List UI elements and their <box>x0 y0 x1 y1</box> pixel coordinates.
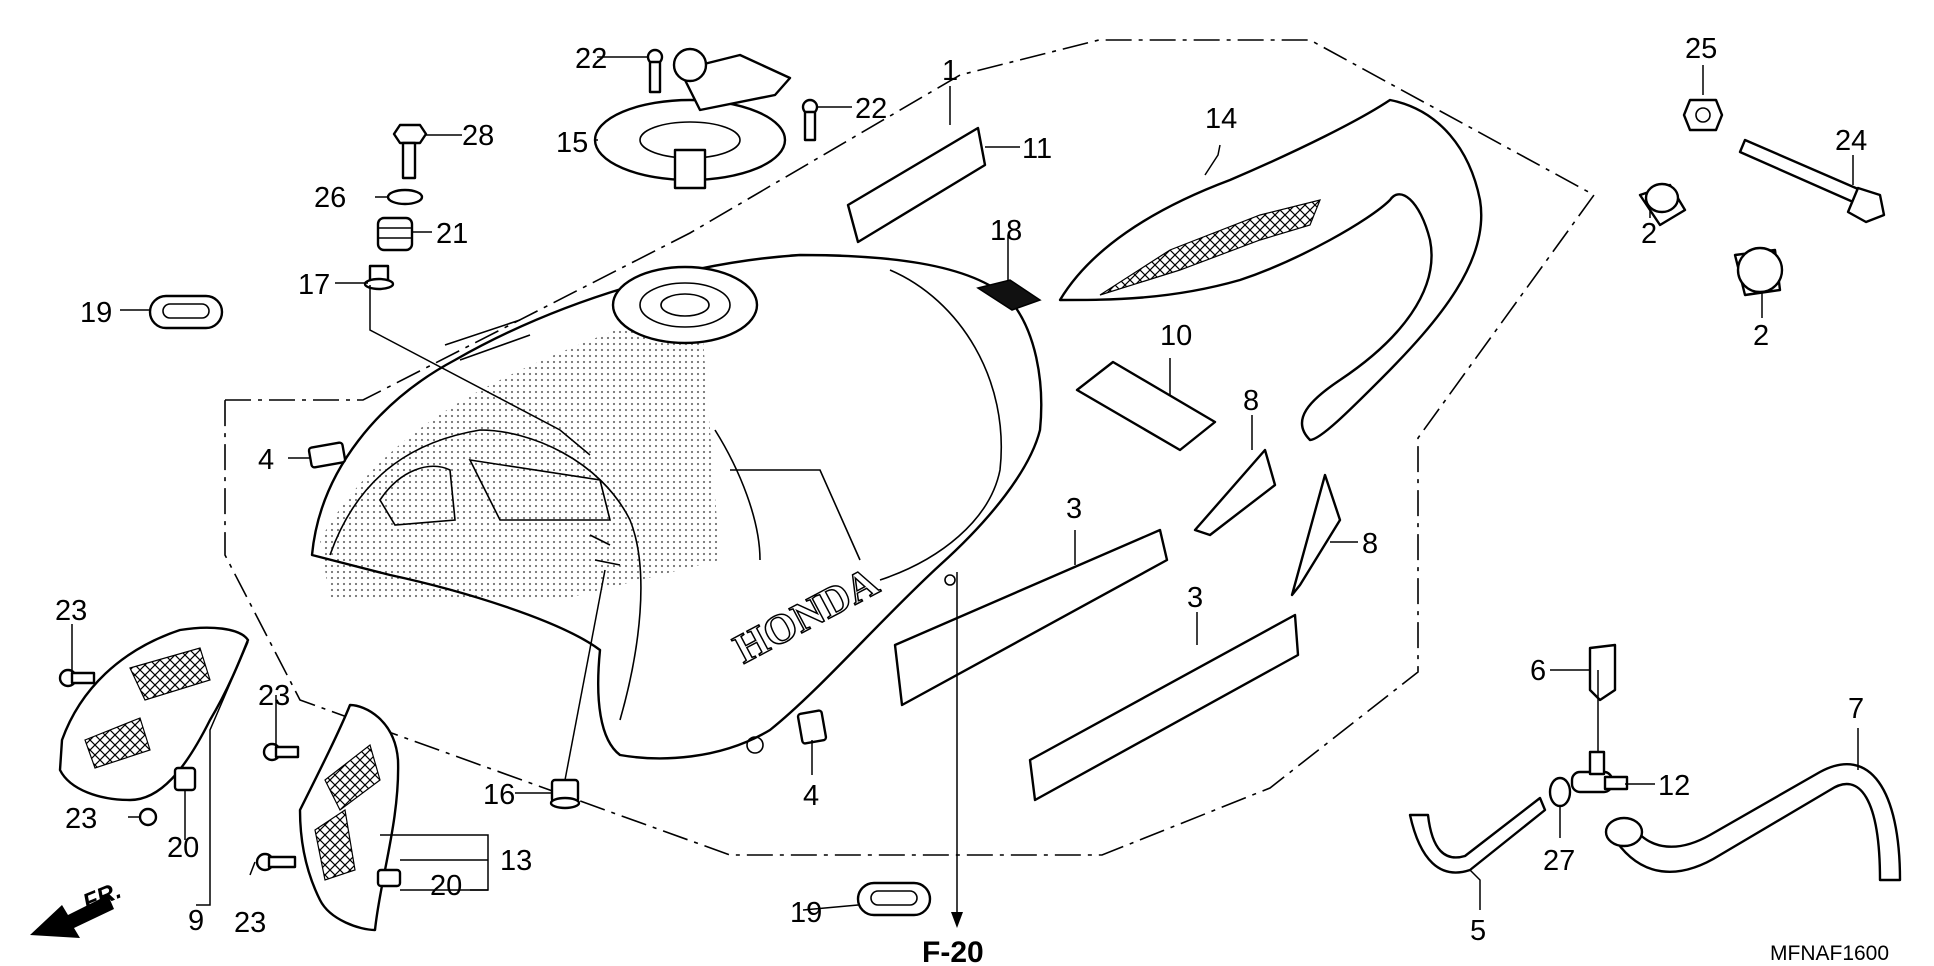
label-8-lower: 8 <box>1362 528 1378 560</box>
label-10: 10 <box>1160 320 1192 352</box>
label-12: 12 <box>1658 770 1690 802</box>
part-13-side-cover <box>298 703 400 932</box>
part-4-rubber-bottom <box>796 709 828 745</box>
label-22-left: 22 <box>575 43 607 75</box>
part-2-collar-lower <box>1733 246 1784 297</box>
label-1: 1 <box>942 55 958 87</box>
part-5-tube <box>1408 796 1547 874</box>
part-28-bolt <box>392 123 428 180</box>
part-23-screw-b <box>138 807 158 827</box>
fuel-tank: HONDA <box>310 253 1043 760</box>
label-11: 11 <box>1022 133 1052 165</box>
label-28: 28 <box>462 120 494 152</box>
label-19-top: 19 <box>80 297 112 329</box>
leader-lines <box>71 56 1859 911</box>
callout-labels: 1 11 14 18 10 8 8 3 3 25 24 2 2 22 22 15… <box>55 33 1867 947</box>
label-24: 24 <box>1835 125 1867 157</box>
label-23-c: 23 <box>258 680 290 712</box>
label-21: 21 <box>436 218 468 250</box>
label-3-lower: 3 <box>1187 582 1203 614</box>
part-4-rubber-top <box>307 441 347 469</box>
part-7-tube <box>1610 763 1902 882</box>
label-19-bottom: 19 <box>790 897 822 929</box>
label-6: 6 <box>1530 655 1546 687</box>
part-25-nut <box>1682 98 1724 132</box>
part-21-spring <box>376 216 414 252</box>
part-23-screw-c <box>262 742 300 762</box>
part-6-cap <box>1588 643 1617 702</box>
label-16: 16 <box>483 779 515 811</box>
part-23-screw-d <box>255 852 297 872</box>
front-indicator: FR. <box>30 877 125 938</box>
label-25: 25 <box>1685 33 1717 65</box>
label-15: 15 <box>556 127 588 159</box>
part-22-bolt-right <box>801 98 819 142</box>
diagram-code: MFNAF1600 <box>1770 942 1889 965</box>
label-4-bottom: 4 <box>803 780 819 812</box>
label-7: 7 <box>1848 693 1864 725</box>
label-26: 26 <box>314 182 346 214</box>
part-18 <box>976 279 1042 311</box>
label-23-b: 23 <box>65 803 97 835</box>
part-14-cover <box>1058 98 1483 442</box>
label-4-top: 4 <box>258 444 274 476</box>
part-15-fuel-cap <box>593 47 792 190</box>
part-16-cushion <box>549 778 581 810</box>
reference-f20: F-20 <box>922 936 984 966</box>
label-2-lower: 2 <box>1753 320 1769 352</box>
part-12-joint <box>1570 750 1629 794</box>
label-22-right: 22 <box>855 93 887 125</box>
part-19-grommet-bottom <box>856 881 932 917</box>
part-2-collar-upper <box>1638 182 1687 227</box>
label-14: 14 <box>1205 103 1237 135</box>
part-8-lower <box>1290 473 1342 597</box>
part-20-rubber-left <box>173 766 197 792</box>
label-20-right: 20 <box>430 870 462 902</box>
label-20-left: 20 <box>167 832 199 864</box>
part-3-upper <box>893 528 1169 707</box>
label-23-d: 23 <box>234 907 266 939</box>
front-indicator-label: FR. <box>79 877 125 917</box>
part-11 <box>846 126 987 244</box>
part-24-bolt <box>1738 138 1886 224</box>
assembly-boundary <box>224 39 1596 856</box>
label-23-a: 23 <box>55 595 87 627</box>
part-26-washer <box>386 188 424 206</box>
part-27-clip <box>1548 776 1572 808</box>
label-17: 17 <box>298 269 330 301</box>
part-9-side-cover <box>58 626 250 802</box>
part-8-upper <box>1193 448 1277 537</box>
label-8-upper: 8 <box>1243 385 1259 417</box>
label-5: 5 <box>1470 915 1486 947</box>
label-27: 27 <box>1543 845 1575 877</box>
part-20-rubber-right <box>376 868 402 888</box>
part-3-lower <box>1028 613 1300 802</box>
part-23-screw-a <box>58 668 96 688</box>
part-10 <box>1075 360 1217 452</box>
label-3-upper: 3 <box>1066 493 1082 525</box>
part-17-collar <box>363 264 395 291</box>
label-2-upper: 2 <box>1641 218 1657 250</box>
part-22-bolt-left <box>646 48 664 94</box>
label-9: 9 <box>188 905 204 937</box>
label-18: 18 <box>990 215 1022 247</box>
part-19-grommet-top <box>148 294 224 330</box>
label-13: 13 <box>500 845 532 877</box>
